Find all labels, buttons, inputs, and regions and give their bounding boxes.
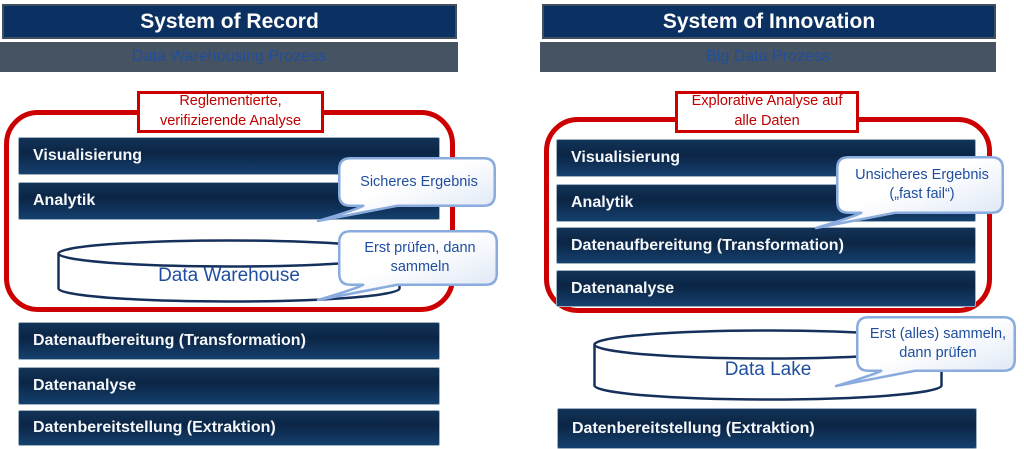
left-column-title: System of Record — [2, 4, 457, 39]
data-warehouse-cylinder: Data Warehouse — [57, 239, 401, 303]
speech-bubble-sicheres-ergebnis: Sicheres Ergebnis — [316, 157, 498, 225]
data-lake-label: Data Lake — [724, 359, 812, 380]
speech-bubble-shape — [316, 157, 496, 223]
speech-bubble-erst-pruefen: Erst prüfen, dann sammeln — [316, 230, 500, 304]
left-scope-label: Reglementierte, verifizierende Analyse — [137, 91, 324, 133]
speech-bubble-shape — [814, 156, 1004, 230]
speech-bubble-erst-sammeln: Erst (alles) sammeln, dann prüfen — [834, 316, 1018, 390]
bubble-text: Sicheres Ergebnis — [360, 173, 478, 190]
speech-bubble-shape — [834, 316, 1016, 388]
database-cylinder-shape — [593, 329, 943, 401]
data-warehouse-label: Data Warehouse — [158, 264, 300, 286]
stage-bar-datenbereitstellung-left: Datenbereitstellung (Extraktion) — [18, 410, 440, 446]
stage-bar-datenanalyse-right: Datenanalyse — [556, 270, 976, 307]
stage-bar-datenaufbereitung-left: Datenaufbereitung (Transformation) — [18, 322, 440, 360]
data-lake-cylinder: Data Lake — [593, 329, 943, 401]
left-column-subtitle: Data Warehousing Prozess — [0, 42, 458, 72]
speech-bubble-unsicheres-ergebnis: Unsicheres Ergebnis („fast fail“) — [814, 156, 1006, 232]
stage-bar-datenanalyse-left: Datenanalyse — [18, 367, 440, 405]
stage-bar-datenbereitstellung-right: Datenbereitstellung (Extraktion) — [557, 408, 977, 449]
right-column-subtitle: Big Data Prozess — [540, 42, 996, 72]
right-scope-label: Explorative Analyse auf alle Daten — [675, 91, 859, 133]
bubble-text: Unsicheres Ergebnis („fast fail“) — [855, 167, 989, 202]
database-cylinder-shape — [57, 239, 401, 303]
bubble-text: Erst (alles) sammeln, dann prüfen — [869, 326, 1007, 361]
speech-bubble-shape — [316, 230, 498, 302]
right-column-title: System of Innovation — [542, 4, 996, 39]
stage-bar-datenaufbereitung-right: Datenaufbereitung (Transformation) — [556, 227, 976, 264]
bubble-text: Erst prüfen, dann sammeln — [364, 240, 476, 275]
